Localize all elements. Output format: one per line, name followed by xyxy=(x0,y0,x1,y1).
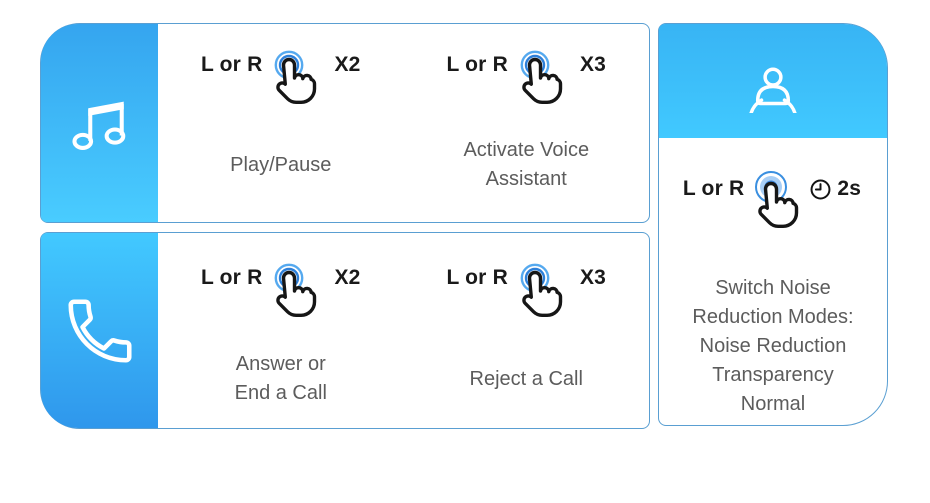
gesture-row: L or R X3 xyxy=(404,50,650,112)
phone-icon xyxy=(67,298,132,363)
action-description: Reject a Call xyxy=(404,350,650,408)
music-panel-icon-area xyxy=(41,24,158,222)
user-profile-icon xyxy=(749,67,797,113)
reject-call-action: L or R X3 Reject a Call xyxy=(404,233,650,428)
tap-count-label: X2 xyxy=(334,266,361,289)
description-line: Reduction Modes: xyxy=(692,306,854,328)
tap-count-label: X2 xyxy=(334,53,361,76)
description-line: Activate Voice xyxy=(463,139,590,161)
music-note-icon xyxy=(71,101,125,150)
call-panel-icon-area xyxy=(41,233,158,428)
description-line: Reject a Call xyxy=(469,367,583,390)
noise-mode-action: L or R 2s xyxy=(659,138,887,236)
gesture-row: L or R X2 xyxy=(158,263,404,325)
call-controls-panel: L or R X2 Answer or End a Call L or xyxy=(40,232,650,429)
earbud-side-label: L or R xyxy=(446,266,508,289)
earbud-side-label: L or R xyxy=(200,53,263,76)
clock-icon xyxy=(810,179,831,200)
action-description: Answer or End a Call xyxy=(158,350,404,408)
double-tap-gesture-icon xyxy=(275,50,317,105)
press-hold-gesture-icon xyxy=(755,171,799,229)
music-controls-panel: L or R X2 Play/Pause L or R xyxy=(40,23,650,223)
play-pause-action: L or R X2 Play/Pause xyxy=(158,24,404,222)
action-description: Switch Noise Reduction Modes: Noise Redu… xyxy=(663,274,883,419)
noise-mode-icon-area xyxy=(659,24,887,138)
hold-duration: 2s xyxy=(808,174,863,204)
voice-assistant-action: L or R X3 Activate Voice Assistant xyxy=(404,24,650,222)
answer-end-call-action: L or R X2 Answer or End a Call xyxy=(158,233,404,428)
gesture-row: L or R X2 xyxy=(158,50,404,112)
action-description: Play/Pause xyxy=(158,136,404,194)
description-line: Answer or xyxy=(235,353,326,375)
earbud-side-label: L or R xyxy=(446,53,508,76)
description-line: Play/Pause xyxy=(230,153,332,176)
earbud-side-label: L or R xyxy=(200,266,263,289)
earbud-side-label: L or R xyxy=(682,177,745,200)
music-actions: L or R X2 Play/Pause L or R xyxy=(158,24,649,222)
action-description: Activate Voice Assistant xyxy=(404,136,650,194)
triple-tap-gesture-icon xyxy=(520,50,563,105)
description-line: Switch Noise xyxy=(715,277,831,299)
description-line: Transparency xyxy=(712,364,834,386)
description-line: Assistant xyxy=(485,168,567,190)
gesture-row: L or R X3 xyxy=(404,263,650,325)
tap-count-label: X3 xyxy=(579,53,607,76)
triple-tap-gesture-icon xyxy=(520,263,563,317)
hold-duration-label: 2s xyxy=(837,177,862,200)
description-line: Normal xyxy=(740,393,806,415)
description-line: End a Call xyxy=(234,382,327,404)
description-line: Noise Reduction xyxy=(699,335,847,357)
noise-mode-panel: L or R 2s Switch Noise Reduction Modes: … xyxy=(658,23,888,426)
tap-count-label: X3 xyxy=(579,266,607,289)
call-actions: L or R X2 Answer or End a Call L or xyxy=(158,233,649,428)
double-tap-gesture-icon xyxy=(275,263,317,317)
